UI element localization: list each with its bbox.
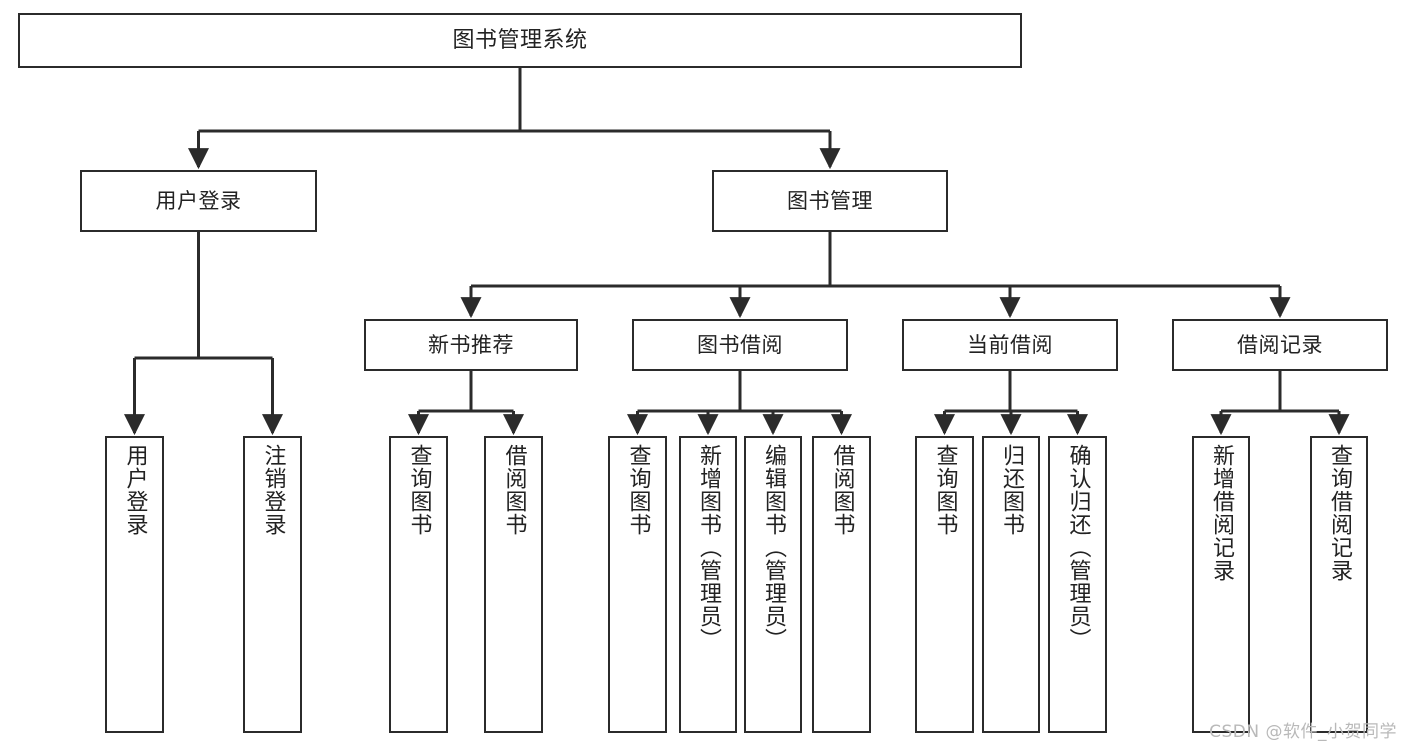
node-leaf-borrow-book-1[interactable]: 借阅图书	[484, 436, 543, 733]
node-label-leaf-query-book-2: 查询图书	[625, 444, 651, 536]
node-leaf-add-book[interactable]: 新增图书（管理员）	[679, 436, 737, 733]
node-label-root: 图书管理系统	[452, 27, 588, 53]
node-leaf-edit-book[interactable]: 编辑图书（管理员）	[744, 436, 802, 733]
node-leaf-query-record[interactable]: 查询借阅记录	[1310, 436, 1368, 733]
watermark: CSDN @软件_小贺同学	[1209, 722, 1397, 742]
node-label-leaf-query-book-1: 查询图书	[406, 444, 432, 536]
node-label-leaf-edit-book: 编辑图书（管理员）	[761, 444, 786, 651]
node-leaf-query-book-1[interactable]: 查询图书	[389, 436, 448, 733]
node-label-leaf-borrow-book-1: 借阅图书	[501, 444, 527, 536]
node-leaf-confirm-return[interactable]: 确认归还（管理员）	[1048, 436, 1107, 733]
node-label-borrow-record: 借阅记录	[1237, 332, 1323, 357]
node-leaf-query-book-2[interactable]: 查询图书	[608, 436, 667, 733]
node-label-leaf-add-book: 新增图书（管理员）	[696, 444, 721, 651]
node-leaf-user-login[interactable]: 用户登录	[105, 436, 164, 733]
node-leaf-logout[interactable]: 注销登录	[243, 436, 302, 733]
node-label-leaf-borrow-book-2: 借阅图书	[829, 444, 855, 536]
node-book-borrow[interactable]: 图书借阅	[632, 319, 848, 371]
node-book-manage[interactable]: 图书管理	[712, 170, 948, 232]
node-label-leaf-confirm-return: 确认归还（管理员）	[1065, 444, 1091, 651]
node-label-leaf-add-record: 新增借阅记录	[1209, 444, 1234, 582]
node-label-leaf-return-book: 归还图书	[999, 444, 1024, 536]
node-label-book-manage: 图书管理	[787, 188, 873, 213]
node-leaf-borrow-book-2[interactable]: 借阅图书	[812, 436, 871, 733]
node-new-book-rec[interactable]: 新书推荐	[364, 319, 578, 371]
node-current-borrow[interactable]: 当前借阅	[902, 319, 1118, 371]
node-label-leaf-user-login: 用户登录	[122, 444, 148, 536]
node-user-login[interactable]: 用户登录	[80, 170, 317, 232]
node-borrow-record[interactable]: 借阅记录	[1172, 319, 1388, 371]
node-label-leaf-logout: 注销登录	[260, 444, 286, 536]
node-leaf-return-book[interactable]: 归还图书	[982, 436, 1040, 733]
node-root[interactable]: 图书管理系统	[18, 13, 1022, 68]
node-label-leaf-query-record: 查询借阅记录	[1327, 444, 1352, 582]
node-leaf-query-book-3[interactable]: 查询图书	[915, 436, 974, 733]
node-label-new-book-rec: 新书推荐	[428, 332, 514, 357]
node-label-leaf-query-book-3: 查询图书	[932, 444, 958, 536]
node-leaf-add-record[interactable]: 新增借阅记录	[1192, 436, 1250, 733]
node-label-book-borrow: 图书借阅	[697, 332, 783, 357]
node-label-current-borrow: 当前借阅	[967, 332, 1053, 357]
node-label-user-login: 用户登录	[155, 188, 242, 213]
